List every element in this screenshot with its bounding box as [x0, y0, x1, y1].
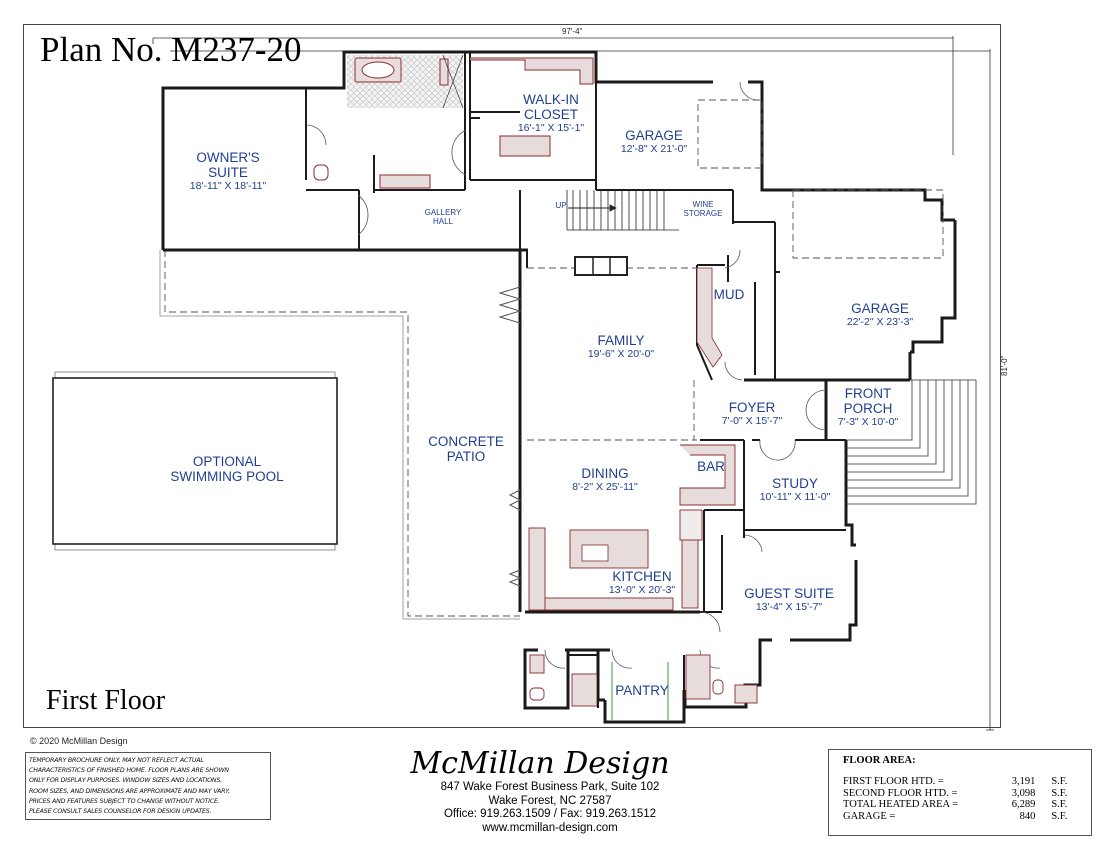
room-foyer: FOYER 7'-0" X 15'-7" [721, 400, 783, 427]
floor-area-row: SECOND FLOOR HTD. = 3,098 S.F. [843, 787, 1068, 799]
swimming-pool [52, 371, 338, 551]
room-owners-suite: OWNER'S SUITE 18'-11" X 18'-11" [189, 150, 267, 192]
floor-area-row: GARAGE = 840 S.F. [843, 810, 1068, 822]
copyright-notice: © 2020 McMillan Design [30, 736, 128, 746]
company-logo: McMillan Design [410, 746, 670, 781]
disclaimer-line: CHARACTERISTICS OF FINISHED HOME. FLOOR … [29, 767, 229, 775]
disclaimer-line: PRICES AND FEATURES SUBJECT TO CHANGE WI… [29, 797, 220, 805]
room-kitchen: KITCHEN 13'-0" X 20'-3" [608, 569, 676, 596]
company-phone: Office: 919.263.1509 / Fax: 919.263.1512 [443, 808, 657, 820]
room-wine-storage: WINE STORAGE [683, 200, 723, 218]
plan-title: Plan No. M237-20 [40, 30, 302, 69]
room-family: FAMILY 19'-6" X 20'-0" [587, 333, 655, 360]
porch-steps [846, 379, 977, 505]
room-pantry: PANTRY [615, 683, 669, 698]
room-front-porch: FRONT PORCH 7'-3" X 10'-0" [837, 386, 899, 428]
room-walk-in-closet: WALK-IN CLOSET 16'-1" X 15'-1" [517, 92, 585, 134]
stairs-up-label: UP [555, 201, 567, 210]
floor-label: First Floor [46, 685, 166, 716]
disclaimer-line: ROOM SIZES, AND DIMENSIONS ARE APPROXIMA… [29, 787, 230, 795]
floor-area-row: TOTAL HEATED AREA = 6,289 S.F. [843, 799, 1068, 810]
floor-area-heading: FLOOR AREA: [843, 755, 916, 766]
room-garage-1: GARAGE 12'-8" X 21'-0" [620, 128, 688, 155]
room-mud: MUD [713, 287, 745, 302]
company-website[interactable]: www.mcmillan-design.com [482, 821, 618, 834]
company-address-line2: Wake Forest, NC 27587 [488, 794, 612, 807]
room-study: STUDY 10'-11" X 11'-0" [759, 476, 831, 503]
room-bar: BAR [697, 459, 725, 474]
room-garage-2: GARAGE 22'-2" X 23'-3" [846, 301, 914, 328]
overall-width-dimension: 97'-4" [562, 27, 583, 36]
room-concrete-patio: CONCRETE PATIO [428, 434, 504, 464]
room-optional-pool: OPTIONAL SWIMMING POOL [170, 454, 284, 484]
disclaimer-line: ONLY FOR DISPLAY PURPOSES. WINDOW SIZES … [29, 777, 222, 785]
disclaimer-box: TEMPORARY BROCHURE ONLY, MAY NOT REFLECT… [25, 752, 271, 820]
company-address-line1: 847 Wake Forest Business Park, Suite 102 [440, 781, 660, 793]
staircase [566, 190, 679, 231]
floor-area-table: FLOOR AREA: FIRST FLOOR HTD. = 3,191 S.F… [828, 749, 1092, 836]
overall-depth-dimension: 81'-0" [1000, 355, 1009, 376]
room-guest-suite: GUEST SUITE 13'-4" X 15'-7" [744, 586, 834, 613]
room-dining: DINING 8'-2" X 25'-11" [572, 466, 638, 493]
disclaimer-line: PLEASE CONSULT SALES COUNSELOR FOR DESIG… [29, 808, 212, 816]
interior-walls [305, 52, 846, 613]
disclaimer-line: TEMPORARY BROCHURE ONLY, MAY NOT REFLECT… [29, 757, 204, 764]
room-gallery-hall: GALLERY HALL [424, 208, 462, 226]
company-info: McMillan Design 847 Wake Forest Business… [400, 746, 700, 835]
floor-area-row: FIRST FLOOR HTD. = 3,191 S.F. [843, 776, 1068, 787]
